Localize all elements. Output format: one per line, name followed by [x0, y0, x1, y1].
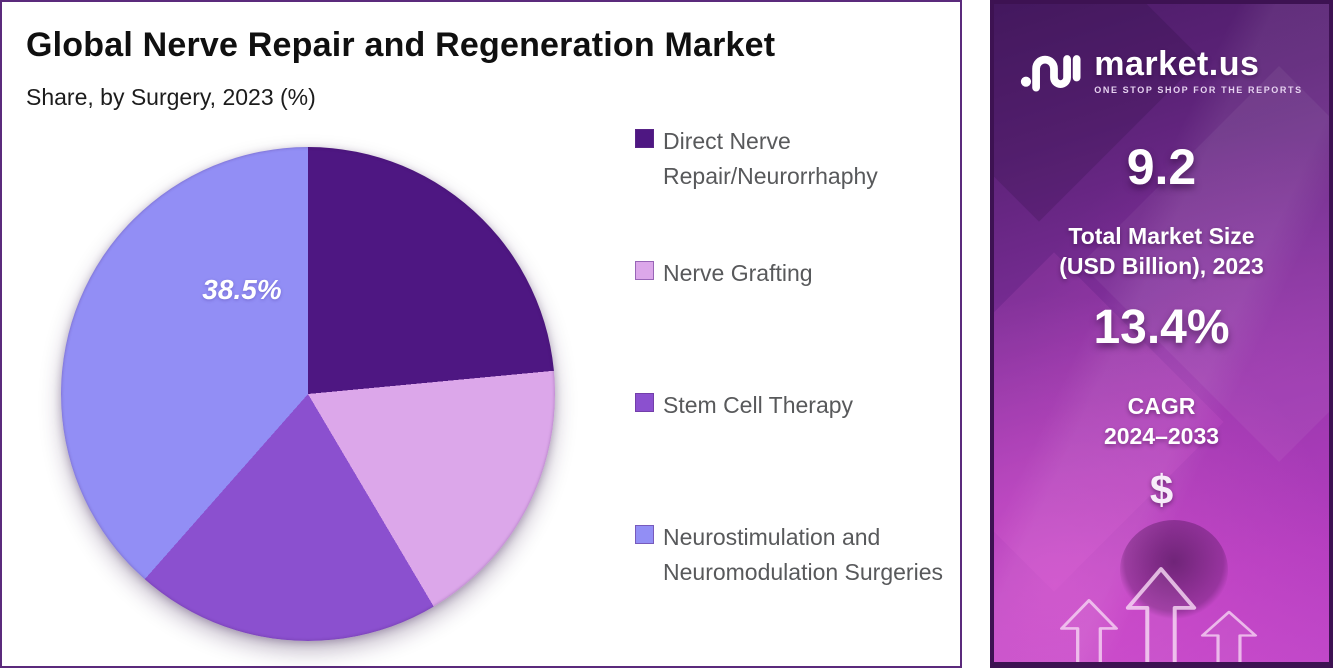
pie-chart [61, 147, 555, 641]
legend-swatch [635, 129, 654, 148]
legend-item: Neurostimulation and Neuromodulation Sur… [635, 520, 947, 589]
brand-name: market.us [1094, 44, 1260, 83]
legend-swatch [635, 261, 654, 280]
legend-swatch [635, 393, 654, 412]
cagr-label-line1: CAGR [1127, 393, 1196, 419]
cagr-label: CAGR 2024–2033 [994, 392, 1329, 452]
legend-item: Nerve Grafting [635, 256, 947, 291]
brand-sidebar: market.us ONE STOP SHOP FOR THE REPORTS … [990, 0, 1333, 668]
growth-arrow-icon [1056, 590, 1122, 662]
brand-text-block: market.us ONE STOP SHOP FOR THE REPORTS [1094, 47, 1302, 95]
brand-tagline: ONE STOP SHOP FOR THE REPORTS [1094, 84, 1303, 95]
sidebar-content: market.us ONE STOP SHOP FOR THE REPORTS … [994, 4, 1329, 662]
dollar-icon: $ [1149, 466, 1174, 513]
chart-panel: Global Nerve Repair and Regeneration Mar… [0, 0, 962, 668]
growth-arrow-icon [1121, 556, 1201, 662]
legend-item: Direct Nerve Repair/Neurorrhaphy [635, 124, 947, 193]
coffee-cup-shadow [1120, 520, 1228, 620]
legend: Direct Nerve Repair/Neurorrhaphy Nerve G… [635, 2, 947, 668]
market-size-label-line1: Total Market Size [1068, 223, 1255, 249]
legend-label: Stem Cell Therapy [663, 392, 854, 418]
brand-logo: market.us ONE STOP SHOP FOR THE REPORTS [994, 44, 1329, 97]
legend-swatch [635, 525, 654, 544]
pie-slice-label: 38.5% [202, 274, 282, 305]
page-title: Global Nerve Repair and Regeneration Mar… [26, 26, 776, 64]
legend-label: Nerve Grafting [663, 260, 813, 286]
cagr-value: 13.4% [1093, 301, 1230, 354]
market-size-label: Total Market Size (USD Billion), 2023 [994, 222, 1329, 282]
legend-label: Direct Nerve Repair/Neurorrhaphy [663, 128, 878, 189]
chart-subtitle: Share, by Surgery, 2023 (%) [26, 84, 316, 110]
growth-arrow-icon [1197, 602, 1261, 662]
market-size-value: 9.2 [1126, 139, 1197, 195]
legend-label: Neurostimulation and Neuromodulation Sur… [663, 524, 943, 585]
cagr-label-line2: 2024–2033 [1103, 422, 1220, 449]
legend-item: Stem Cell Therapy [635, 388, 947, 423]
market-us-logo-icon [1020, 44, 1082, 97]
market-size-label-line2: (USD Billion), 2023 [1059, 252, 1264, 279]
